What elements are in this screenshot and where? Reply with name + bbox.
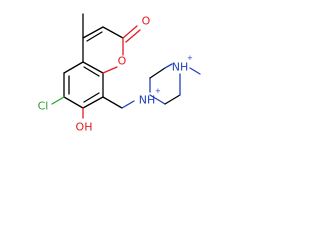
- bond-carbonyl-double: [125, 29, 141, 43]
- bond-double-inner: [86, 31, 103, 42]
- piperazine-ring: [149, 63, 201, 105]
- benzene-ring: [63, 61, 104, 109]
- atom-labels: O O Cl OH NH + NH +: [38, 15, 193, 134]
- nitrogen-2-label: NH: [172, 61, 189, 74]
- carbonyl-oxygen-label: O: [142, 15, 151, 28]
- bond: [63, 61, 84, 74]
- nitrogen-2-charge: +: [187, 54, 193, 62]
- hydroxyl-label: OH: [76, 121, 93, 134]
- pyranone-ring: [82, 25, 141, 74]
- bond: [82, 61, 104, 74]
- bond: [82, 26, 104, 39]
- bond: [164, 94, 181, 105]
- bond: [164, 63, 173, 69]
- bond-double-inner: [83, 66, 100, 77]
- molecule-drawing: O O Cl OH NH + NH +: [38, 13, 201, 134]
- bond: [149, 67, 166, 79]
- bond: [82, 96, 104, 109]
- substituents: [51, 13, 135, 119]
- bond-double-inner: [83, 92, 100, 103]
- ring-oxygen-label: O: [118, 55, 127, 68]
- chloro-bond: [51, 96, 65, 105]
- bond-carbonyl: [122, 25, 138, 39]
- structure-diagram: O O Cl OH NH + NH +: [0, 0, 219, 148]
- bond: [63, 96, 84, 109]
- methylene-bond: [102, 96, 123, 109]
- chlorine-label: Cl: [38, 100, 49, 113]
- n-methyl-bond: [189, 67, 201, 75]
- nitrogen-1-charge: +: [155, 87, 161, 95]
- bond: [102, 66, 118, 74]
- methylene-n-bond: [121, 100, 135, 109]
- bond: [102, 26, 124, 39]
- bond: [149, 94, 166, 105]
- nitrogen-1-label: NH: [139, 94, 156, 107]
